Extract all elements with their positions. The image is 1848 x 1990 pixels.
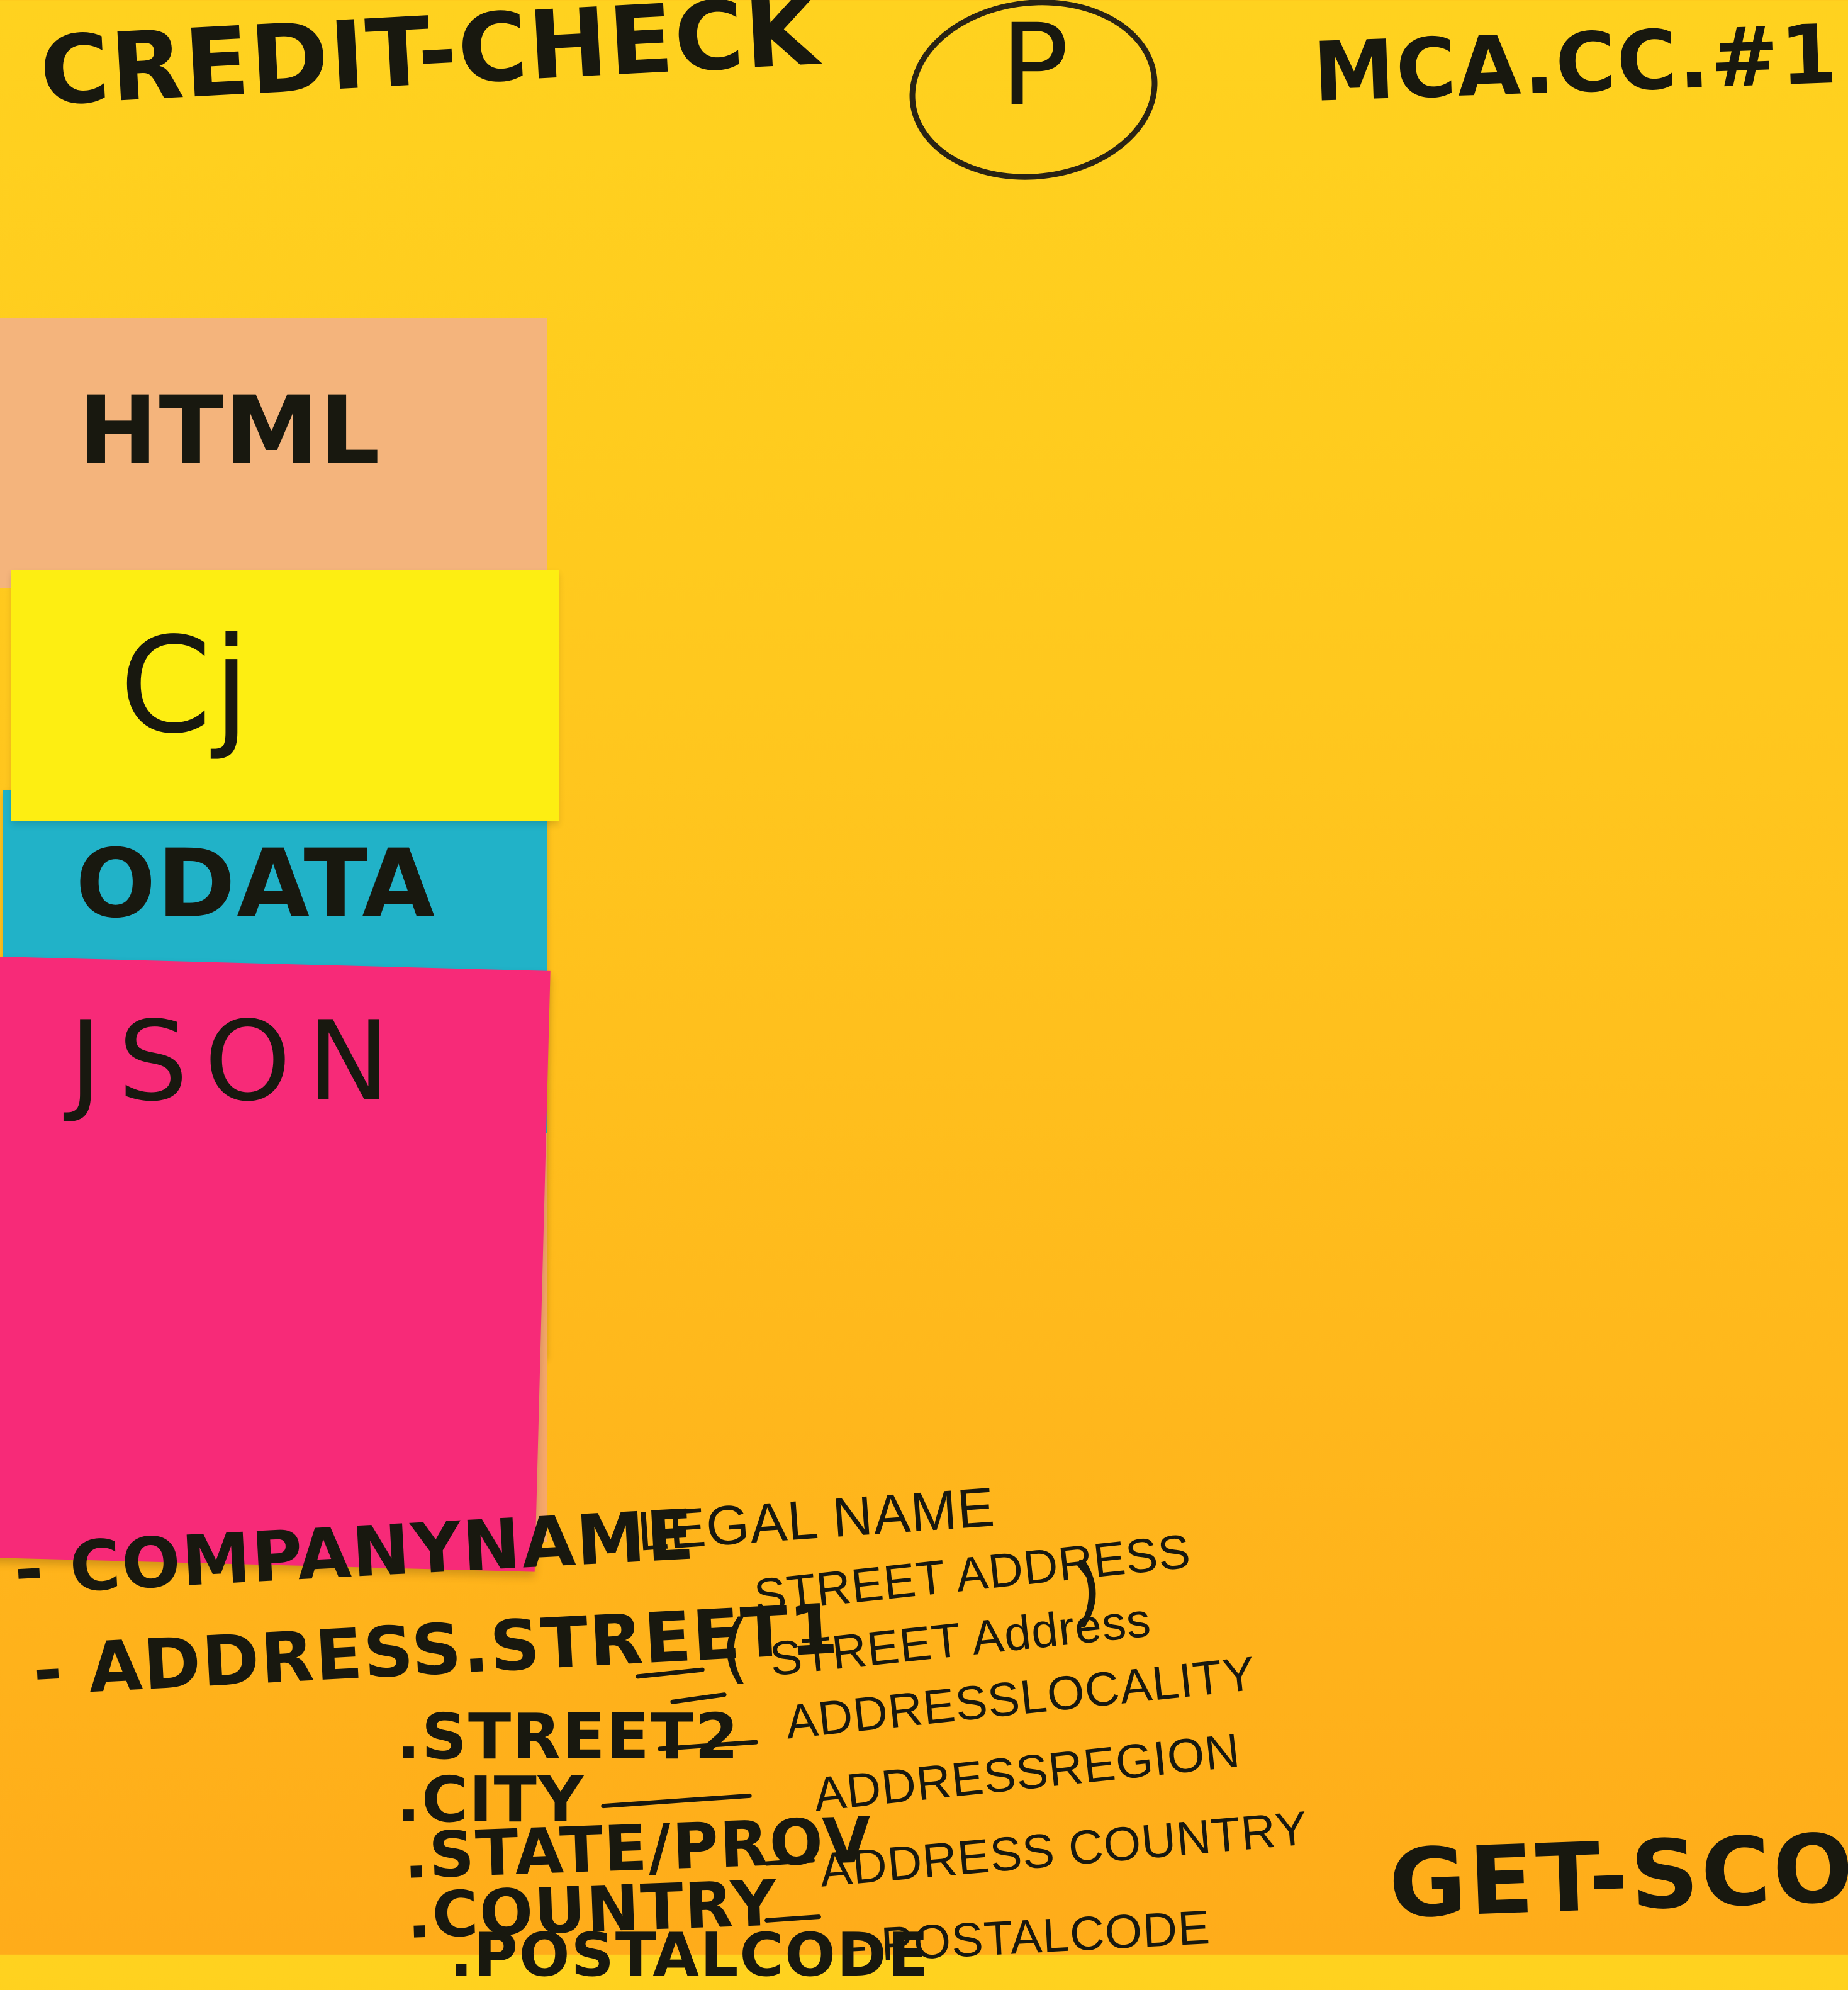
target-address-country: ADDRESS COUNTRY	[817, 1801, 1310, 1897]
connector-line	[601, 1793, 752, 1809]
field-street2: .STREET2	[396, 1700, 740, 1774]
target-legal-name: LEGAL NAME	[635, 1475, 997, 1563]
sticky-note-cj	[11, 570, 559, 821]
priority-letter: P	[1000, 0, 1070, 132]
sticky-label-html: HTML	[79, 376, 381, 486]
target-postal-code: - POSTALCODE	[849, 1901, 1212, 1973]
open-paren-glyph: (	[720, 1605, 750, 1692]
sticky-label-json: JSON	[69, 998, 406, 1126]
sticky-label-odata: ODATA	[76, 829, 437, 939]
sticky-note-html	[0, 318, 547, 588]
page-title: CREDIT-CHECK	[37, 0, 822, 127]
operation-label: GET-SCORE	[1387, 1809, 1848, 1940]
version-label: MCA.CC.#1	[1311, 6, 1840, 120]
field-city: .CITY	[396, 1763, 585, 1836]
field-address-street1: - ADDRESS.STREET1	[31, 1588, 841, 1711]
sticky-label-cj: Cj	[120, 609, 251, 763]
close-paren-glyph: )	[1073, 1548, 1102, 1636]
target-address-region: ADDRESSREGION	[811, 1723, 1243, 1822]
